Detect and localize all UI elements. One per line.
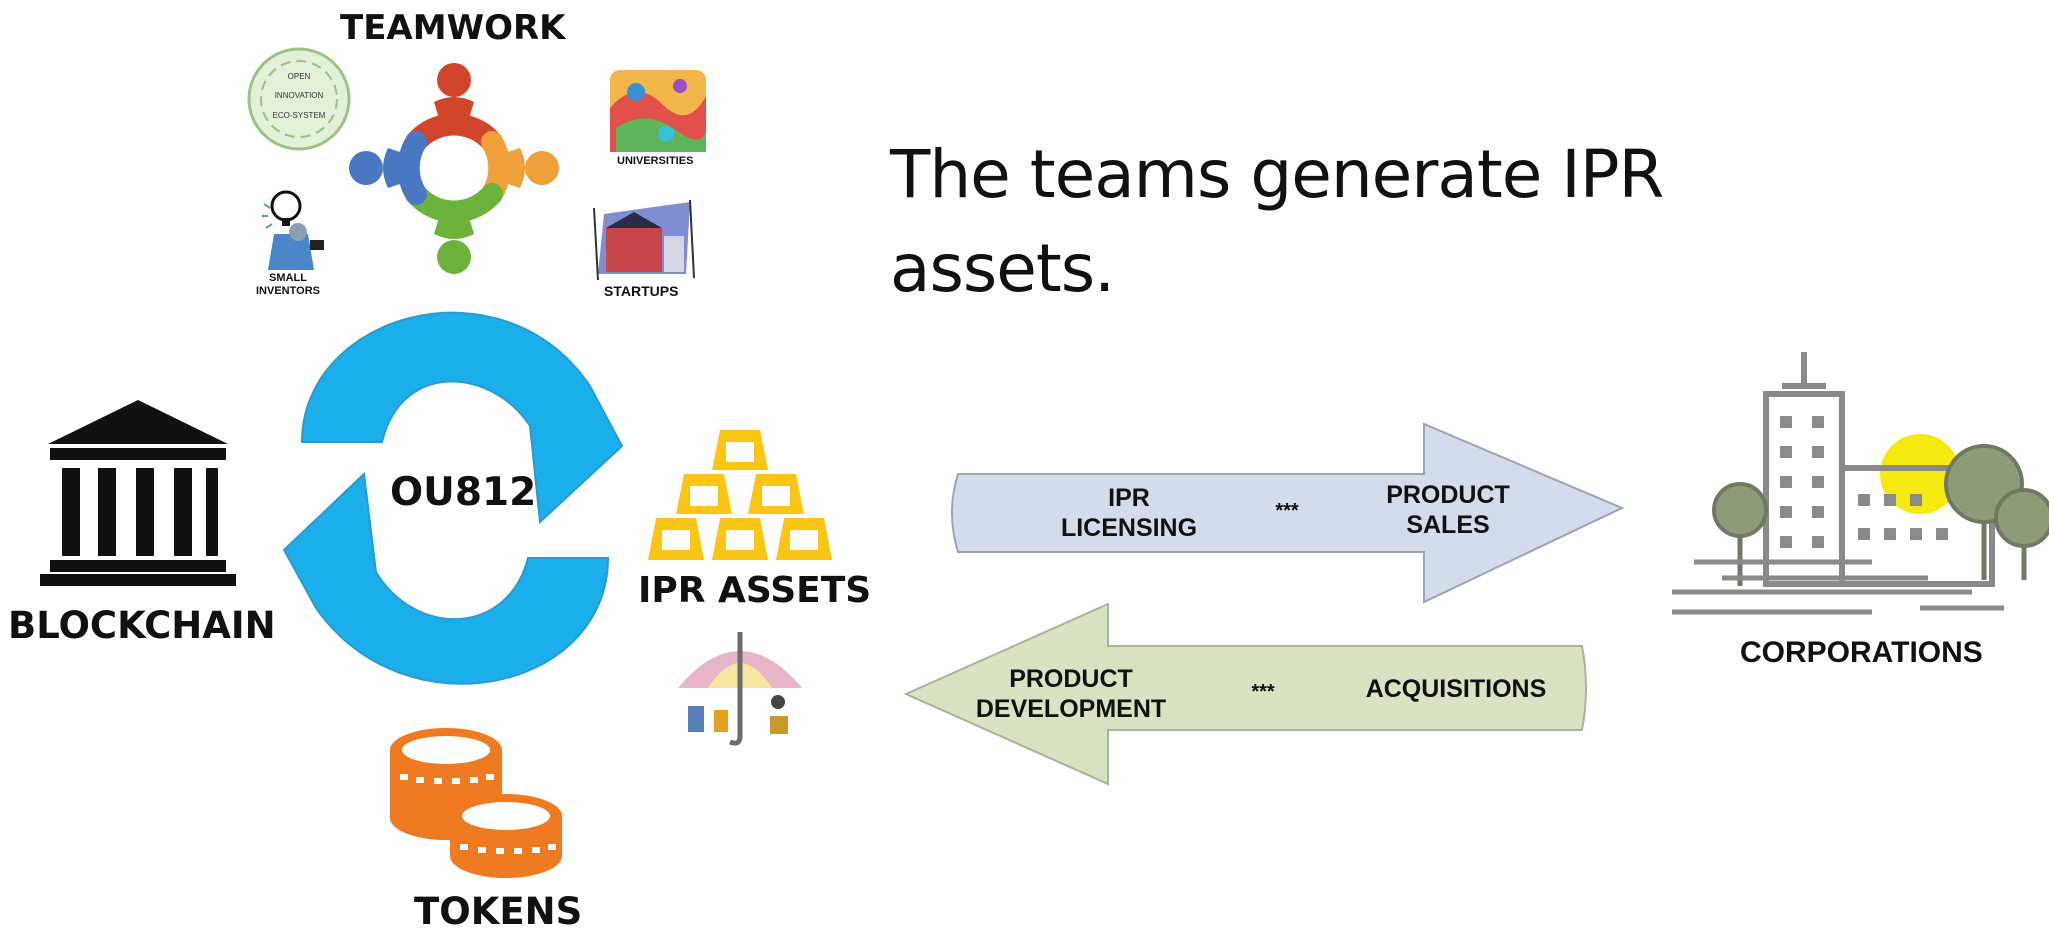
product-sales-text: PRODUCT SALES <box>1386 481 1510 539</box>
startups-label: STARTUPS <box>604 283 679 299</box>
corporations-icon <box>1672 352 2049 615</box>
blockchain-icon <box>40 400 236 586</box>
blockchain-label: BLOCKCHAIN <box>8 604 276 647</box>
small-inventors-label: SMALL INVENTORS <box>256 272 320 297</box>
product-development-text: PRODUCT DEVELOPMENT <box>975 665 1167 723</box>
ipr-assets-label: IPR ASSETS <box>638 570 872 611</box>
left-arrow-shape <box>903 602 1587 786</box>
right-arrow-separator: *** <box>1275 500 1299 522</box>
open-innovation-line3: ECO-SYSTEM <box>273 111 326 120</box>
open-innovation-line1: OPEN <box>288 72 311 81</box>
ipr-licensing-text: IPR LICENSING <box>1060 484 1198 542</box>
open-innovation-line2: INNOVATION <box>275 91 324 100</box>
headline: The teams generate IPR assets. <box>890 136 1664 307</box>
acquisitions-text: ACQUISITIONS <box>1365 675 1547 703</box>
startups-icon <box>593 199 695 281</box>
teamwork-people-icon <box>349 63 559 274</box>
cycle-arrows-icon <box>282 311 624 685</box>
ipr-umbrella-icon <box>678 632 802 746</box>
small-inventors-icon <box>262 190 324 270</box>
universities-icon <box>610 70 706 152</box>
right-arrow-shape <box>951 422 1625 604</box>
tokens-icon <box>390 728 562 878</box>
open-innovation-icon: OPEN INNOVATION ECO-SYSTEM <box>247 47 351 151</box>
universities-label: UNIVERSITIES <box>617 155 694 167</box>
left-arrow-separator: *** <box>1251 681 1275 703</box>
corporations-label: CORPORATIONS <box>1740 636 1983 669</box>
gold-bars-icon <box>648 430 832 560</box>
tokens-label: TOKENS <box>414 890 583 933</box>
cycle-label: OU812 <box>390 470 537 515</box>
teamwork-label: TEAMWORK <box>340 8 566 48</box>
